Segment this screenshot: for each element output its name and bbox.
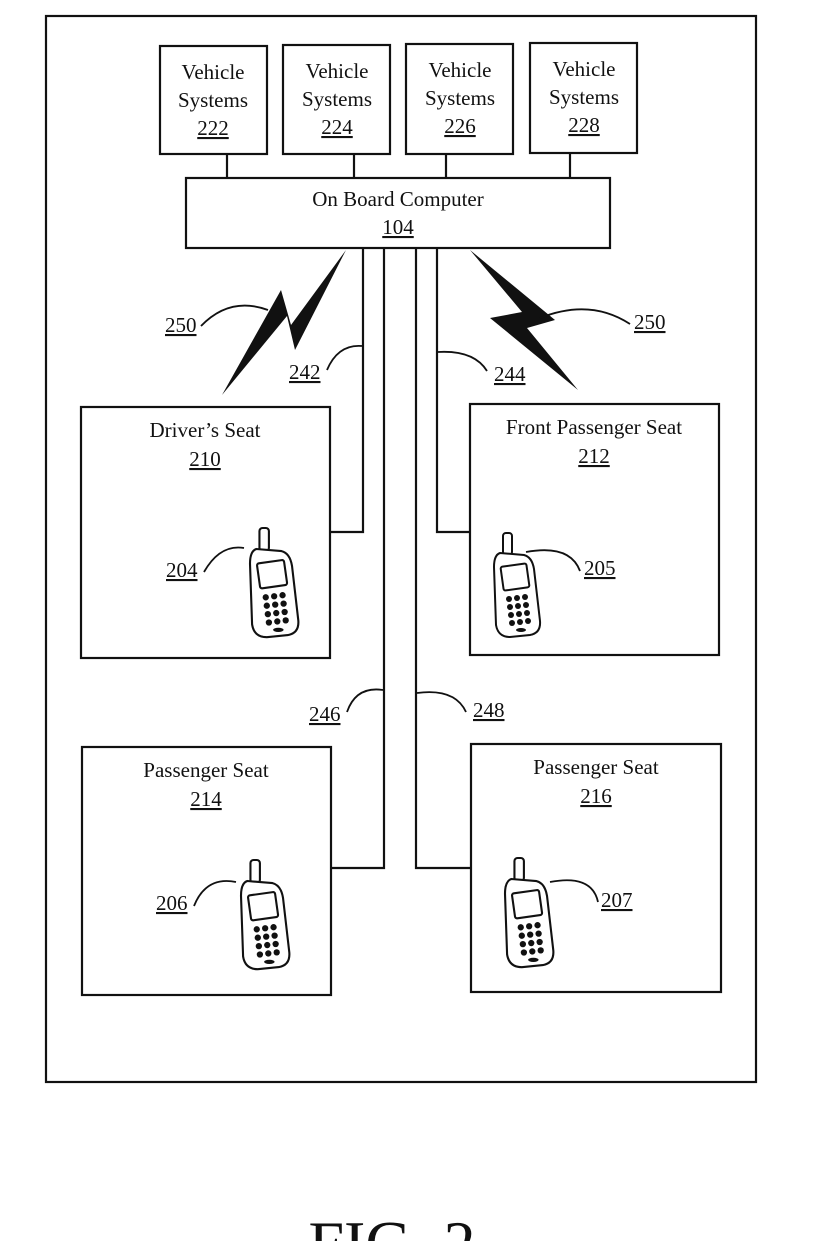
device-205-ref: 205 bbox=[584, 556, 616, 580]
vehicle-systems-226-ref: 226 bbox=[444, 114, 476, 138]
wire-244 bbox=[435, 248, 470, 534]
vehicle-systems-224: Vehicle Systems 224 bbox=[281, 43, 392, 156]
vehicle-systems-226-line1: Vehicle bbox=[429, 58, 492, 82]
ref-246: 246 bbox=[309, 688, 384, 726]
vehicle-systems-222-line2: Systems bbox=[178, 88, 248, 112]
ref-248: 248 bbox=[416, 691, 505, 722]
vehicle-systems-222: Vehicle Systems 222 bbox=[158, 44, 269, 156]
on-board-computer-ref: 104 bbox=[382, 215, 414, 239]
ref-250-right-label: 250 bbox=[634, 310, 666, 334]
mobile-device-204: 204 bbox=[166, 526, 300, 639]
ref-250-left: 250 bbox=[165, 304, 269, 337]
mobile-device-206: 206 bbox=[156, 858, 291, 971]
vehicle-systems-228: Vehicle Systems 228 bbox=[528, 41, 639, 155]
device-204-ref: 204 bbox=[166, 558, 198, 582]
rear-right-seat-label: Passenger Seat bbox=[533, 755, 659, 779]
mobile-device-207: 207 bbox=[503, 856, 633, 969]
drivers-seat-ref: 210 bbox=[189, 447, 221, 471]
ref-242-label: 242 bbox=[289, 360, 321, 384]
vehicle-systems-224-line2: Systems bbox=[302, 87, 372, 111]
on-board-computer-label: On Board Computer bbox=[312, 187, 483, 211]
ref-250-left-label: 250 bbox=[165, 313, 197, 337]
ref-244: 244 bbox=[437, 350, 526, 386]
vehicle-system-connectors bbox=[225, 153, 572, 178]
vehicle-systems-224-ref: 224 bbox=[321, 115, 353, 139]
rear-left-seat-label: Passenger Seat bbox=[143, 758, 269, 782]
ref-242: 242 bbox=[289, 345, 363, 384]
vehicle-systems-224-line1: Vehicle bbox=[306, 59, 369, 83]
wire-248 bbox=[414, 248, 471, 870]
ref-246-label: 246 bbox=[309, 702, 341, 726]
on-board-computer: On Board Computer 104 bbox=[184, 176, 612, 250]
figure-caption: FIG. 2 bbox=[308, 1208, 475, 1241]
vehicle-systems-226-line2: Systems bbox=[425, 86, 495, 110]
wired-buses bbox=[330, 248, 471, 870]
front-passenger-seat-label: Front Passenger Seat bbox=[506, 415, 682, 439]
vehicle-systems-228-line2: Systems bbox=[549, 85, 619, 109]
wire-242 bbox=[330, 248, 365, 534]
ref-250-right: 250 bbox=[539, 308, 666, 334]
ref-248-label: 248 bbox=[473, 698, 505, 722]
vehicle-systems-228-line1: Vehicle bbox=[553, 57, 616, 81]
wire-246 bbox=[331, 248, 386, 870]
rear-left-passenger-seat: Passenger Seat 214 bbox=[80, 745, 333, 997]
drivers-seat-label: Driver’s Seat bbox=[150, 418, 261, 442]
device-207-ref: 207 bbox=[601, 888, 633, 912]
wireless-link-right bbox=[470, 250, 578, 390]
vehicle-systems-226: Vehicle Systems 226 bbox=[404, 42, 515, 156]
vehicle-systems-228-ref: 228 bbox=[568, 113, 600, 137]
vehicle-systems-222-line1: Vehicle bbox=[182, 60, 245, 84]
rear-right-seat-ref: 216 bbox=[580, 784, 612, 808]
rear-left-seat-ref: 214 bbox=[190, 787, 222, 811]
vehicle-systems-222-ref: 222 bbox=[197, 116, 229, 140]
ref-244-label: 244 bbox=[494, 362, 526, 386]
device-206-ref: 206 bbox=[156, 891, 188, 915]
mobile-device-205: 205 bbox=[493, 532, 616, 638]
front-passenger-seat-ref: 212 bbox=[578, 444, 610, 468]
